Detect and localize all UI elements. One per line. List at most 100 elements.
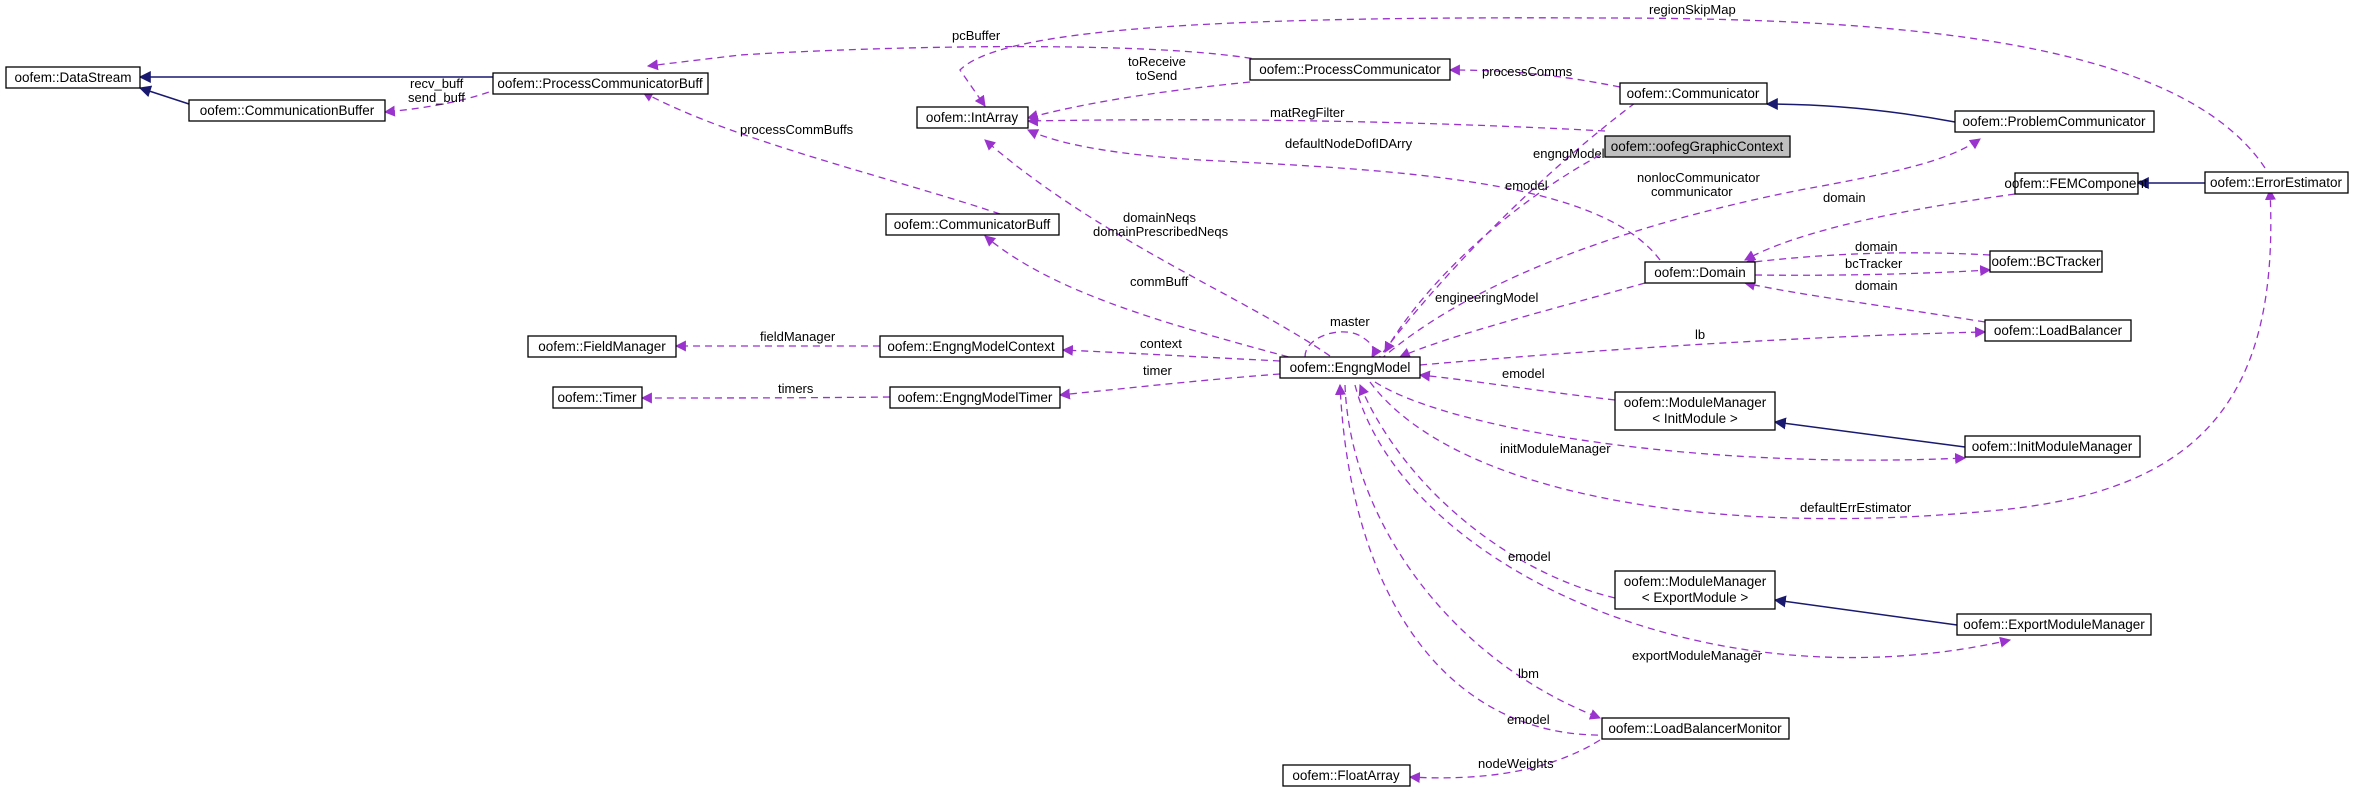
edge-label-domainprescribedneqs: domainPrescribedNeqs	[1093, 224, 1229, 239]
edge-label-communicator: communicator	[1651, 184, 1733, 199]
class-name: oofem::ProcessCommunicatorBuff	[497, 76, 703, 91]
class-name: oofem::Domain	[1654, 265, 1746, 280]
class-name: oofem::FEMComponent	[2004, 176, 2148, 191]
class-node-engngmodel[interactable]: oofem::EngngModel	[1279, 356, 1421, 379]
class-node-domain[interactable]: oofem::Domain	[1644, 261, 1756, 284]
edge-label-context: context	[1140, 336, 1182, 351]
edge-label-lbm: lbm	[1518, 666, 1539, 681]
class-node-communicator[interactable]: oofem::Communicator	[1619, 82, 1768, 105]
class-node-fieldmanager[interactable]: oofem::FieldManager	[527, 335, 677, 358]
edge-emodel-oofeg: emodel	[1384, 154, 1601, 353]
class-node-processcommunicatorbuff[interactable]: oofem::ProcessCommunicatorBuff	[492, 72, 709, 95]
edge-emodel-modulemanager-export: emodel	[1358, 383, 1616, 599]
class-template-arg: < ExportModule >	[1642, 590, 1749, 605]
edge-label-emodel-lbm: emodel	[1507, 712, 1550, 727]
edge-label-bctracker: bcTracker	[1845, 256, 1903, 271]
class-name: oofem::EngngModel	[1290, 360, 1411, 375]
class-node-initmodulemanager[interactable]: oofem::InitModuleManager	[1964, 435, 2141, 458]
edge-regionskipmap: regionSkipMap	[959, 2, 2266, 169]
class-node-datastream[interactable]: oofem::DataStream	[5, 66, 141, 89]
class-name: oofem::oofegGraphicContext	[1611, 139, 1784, 154]
edge-label-fieldmanager: fieldManager	[760, 329, 836, 344]
class-node-femcomponent[interactable]: oofem::FEMComponent	[2004, 172, 2148, 195]
edge-label-master: master	[1330, 314, 1370, 329]
edge-emodel-loadbalancermonitor: emodel	[1334, 383, 1611, 736]
class-name: oofem::ExportModuleManager	[1963, 617, 2145, 632]
class-node-processcommunicator[interactable]: oofem::ProcessCommunicator	[1249, 58, 1451, 81]
edge-matregfilter: matRegFilter	[1026, 105, 1606, 132]
edge-engineeringmodel: engineeringModel	[1398, 282, 1646, 359]
edge-exportmodulemanager: exportModuleManager	[1354, 384, 2012, 663]
edge-label-lb: lb	[1695, 327, 1705, 342]
edge-label-emodel-mme: emodel	[1508, 549, 1551, 564]
edge-timers: timers	[640, 381, 891, 404]
edge-commbuff: commBuff	[984, 235, 1301, 361]
class-name: oofem::ModuleManager	[1624, 395, 1767, 410]
edge-processcommbuffs: processCommBuffs	[642, 91, 1001, 215]
edge-label-processcommbuffs: processCommBuffs	[740, 122, 854, 137]
class-node-problemcommunicator[interactable]: oofem::ProblemCommunicator	[1954, 110, 2155, 133]
class-node-floatarray[interactable]: oofem::FloatArray	[1282, 764, 1411, 787]
edge-label-tosend-0: toReceive	[1128, 54, 1186, 69]
edge-label-nonloccommunicator: nonlocCommunicator	[1637, 170, 1761, 185]
class-node-bctracker[interactable]: oofem::BCTracker	[1989, 250, 2103, 273]
class-node-modulemanager-exportmodule[interactable]: oofem::ModuleManager < ExportModule >	[1614, 570, 1776, 610]
class-name: oofem::LoadBalancer	[1994, 323, 2123, 338]
edge-master: master	[1304, 314, 1382, 358]
edge-label-pcbuffer: pcBuffer	[952, 28, 1001, 43]
edge-label-domain-bct: domain	[1855, 239, 1898, 254]
class-name: oofem::Communicator	[1627, 86, 1760, 101]
edge-initmodulemanager: initModuleManager	[1374, 381, 1967, 464]
edge-label-processcomms: processComms	[1482, 64, 1573, 79]
class-node-engngmodeltimer[interactable]: oofem::EngngModelTimer	[889, 386, 1061, 409]
class-node-oofeggraphiccontext[interactable]: oofem::oofegGraphicContext	[1604, 135, 1791, 158]
edge-nodeweights: nodeWeights	[1408, 739, 1601, 784]
edge-initmodulemanager-inherits-modulemanager	[1773, 417, 1966, 448]
class-name: oofem::DataStream	[14, 70, 131, 85]
class-name: oofem::ModuleManager	[1624, 574, 1767, 589]
edge-label-recvbuff: recv_buff	[410, 76, 464, 91]
class-name: oofem::ProblemCommunicator	[1962, 114, 2146, 129]
edge-lbm: lbm	[1344, 384, 1602, 720]
class-name: oofem::InitModuleManager	[1972, 439, 2133, 454]
edge-label-domain-lb: domain	[1855, 278, 1898, 293]
edge-domain-femcomponent: domain	[1744, 190, 2016, 261]
class-node-loadbalancer[interactable]: oofem::LoadBalancer	[1984, 319, 2132, 342]
class-name: oofem::FieldManager	[538, 339, 666, 354]
class-node-engngmodelcontext[interactable]: oofem::EngngModelContext	[879, 335, 1064, 358]
class-node-communicationbuffer[interactable]: oofem::CommunicationBuffer	[188, 99, 386, 122]
edge-label-matregfilter: matRegFilter	[1270, 105, 1345, 120]
class-node-exportmodulemanager[interactable]: oofem::ExportModuleManager	[1956, 613, 2152, 636]
edge-communicationbuffer-inherits-datastream	[138, 85, 190, 105]
edge-label-emodel-mmi: emodel	[1502, 366, 1545, 381]
edge-tosend: toReceive toSend	[1026, 54, 1251, 121]
edge-label-timer: timer	[1143, 363, 1173, 378]
edge-label-emodel-oofeg: emodel	[1505, 178, 1548, 193]
class-name: oofem::CommunicatorBuff	[894, 217, 1051, 232]
edge-label-domain-fem: domain	[1823, 190, 1866, 205]
edge-timer: timer	[1058, 363, 1281, 400]
edge-label-defaulterrestimator: defaultErrEstimator	[1800, 500, 1912, 515]
edge-emodel-modulemanager-init: emodel	[1418, 366, 1616, 401]
edge-problemcommunicator-inherits-communicator	[1765, 98, 1956, 123]
edge-bctracker: bcTracker	[1754, 256, 1992, 277]
class-node-errorestimator[interactable]: oofem::ErrorEstimator	[2204, 171, 2349, 194]
edge-context: context	[1061, 336, 1281, 362]
class-node-loadbalancermonitor[interactable]: oofem::LoadBalancerMonitor	[1601, 717, 1790, 740]
class-name: oofem::EngngModelTimer	[898, 390, 1053, 405]
edge-label-tosend-1: toSend	[1136, 68, 1177, 83]
edge-lb: lb	[1419, 326, 1987, 366]
edge-label-engineeringmodel: engineeringModel	[1435, 290, 1538, 305]
edge-label-sendbuff: send_buff	[408, 90, 465, 105]
edge-recvsend: recv_buff send_buff	[383, 76, 501, 117]
class-name: oofem::ErrorEstimator	[2210, 175, 2343, 190]
class-name: oofem::IntArray	[926, 110, 1019, 125]
edge-label-regionskipmap: regionSkipMap	[1649, 2, 1736, 17]
edge-domainneqs: domainNeqs domainPrescribedNeqs	[984, 139, 1331, 357]
class-node-modulemanager-initmodule[interactable]: oofem::ModuleManager < InitModule >	[1614, 391, 1776, 431]
class-node-intarray[interactable]: oofem::IntArray	[916, 106, 1029, 129]
class-node-communicatorbuff[interactable]: oofem::CommunicatorBuff	[885, 213, 1060, 236]
edge-label-initmodulemanager: initModuleManager	[1500, 441, 1611, 456]
class-node-timer[interactable]: oofem::Timer	[552, 386, 643, 409]
